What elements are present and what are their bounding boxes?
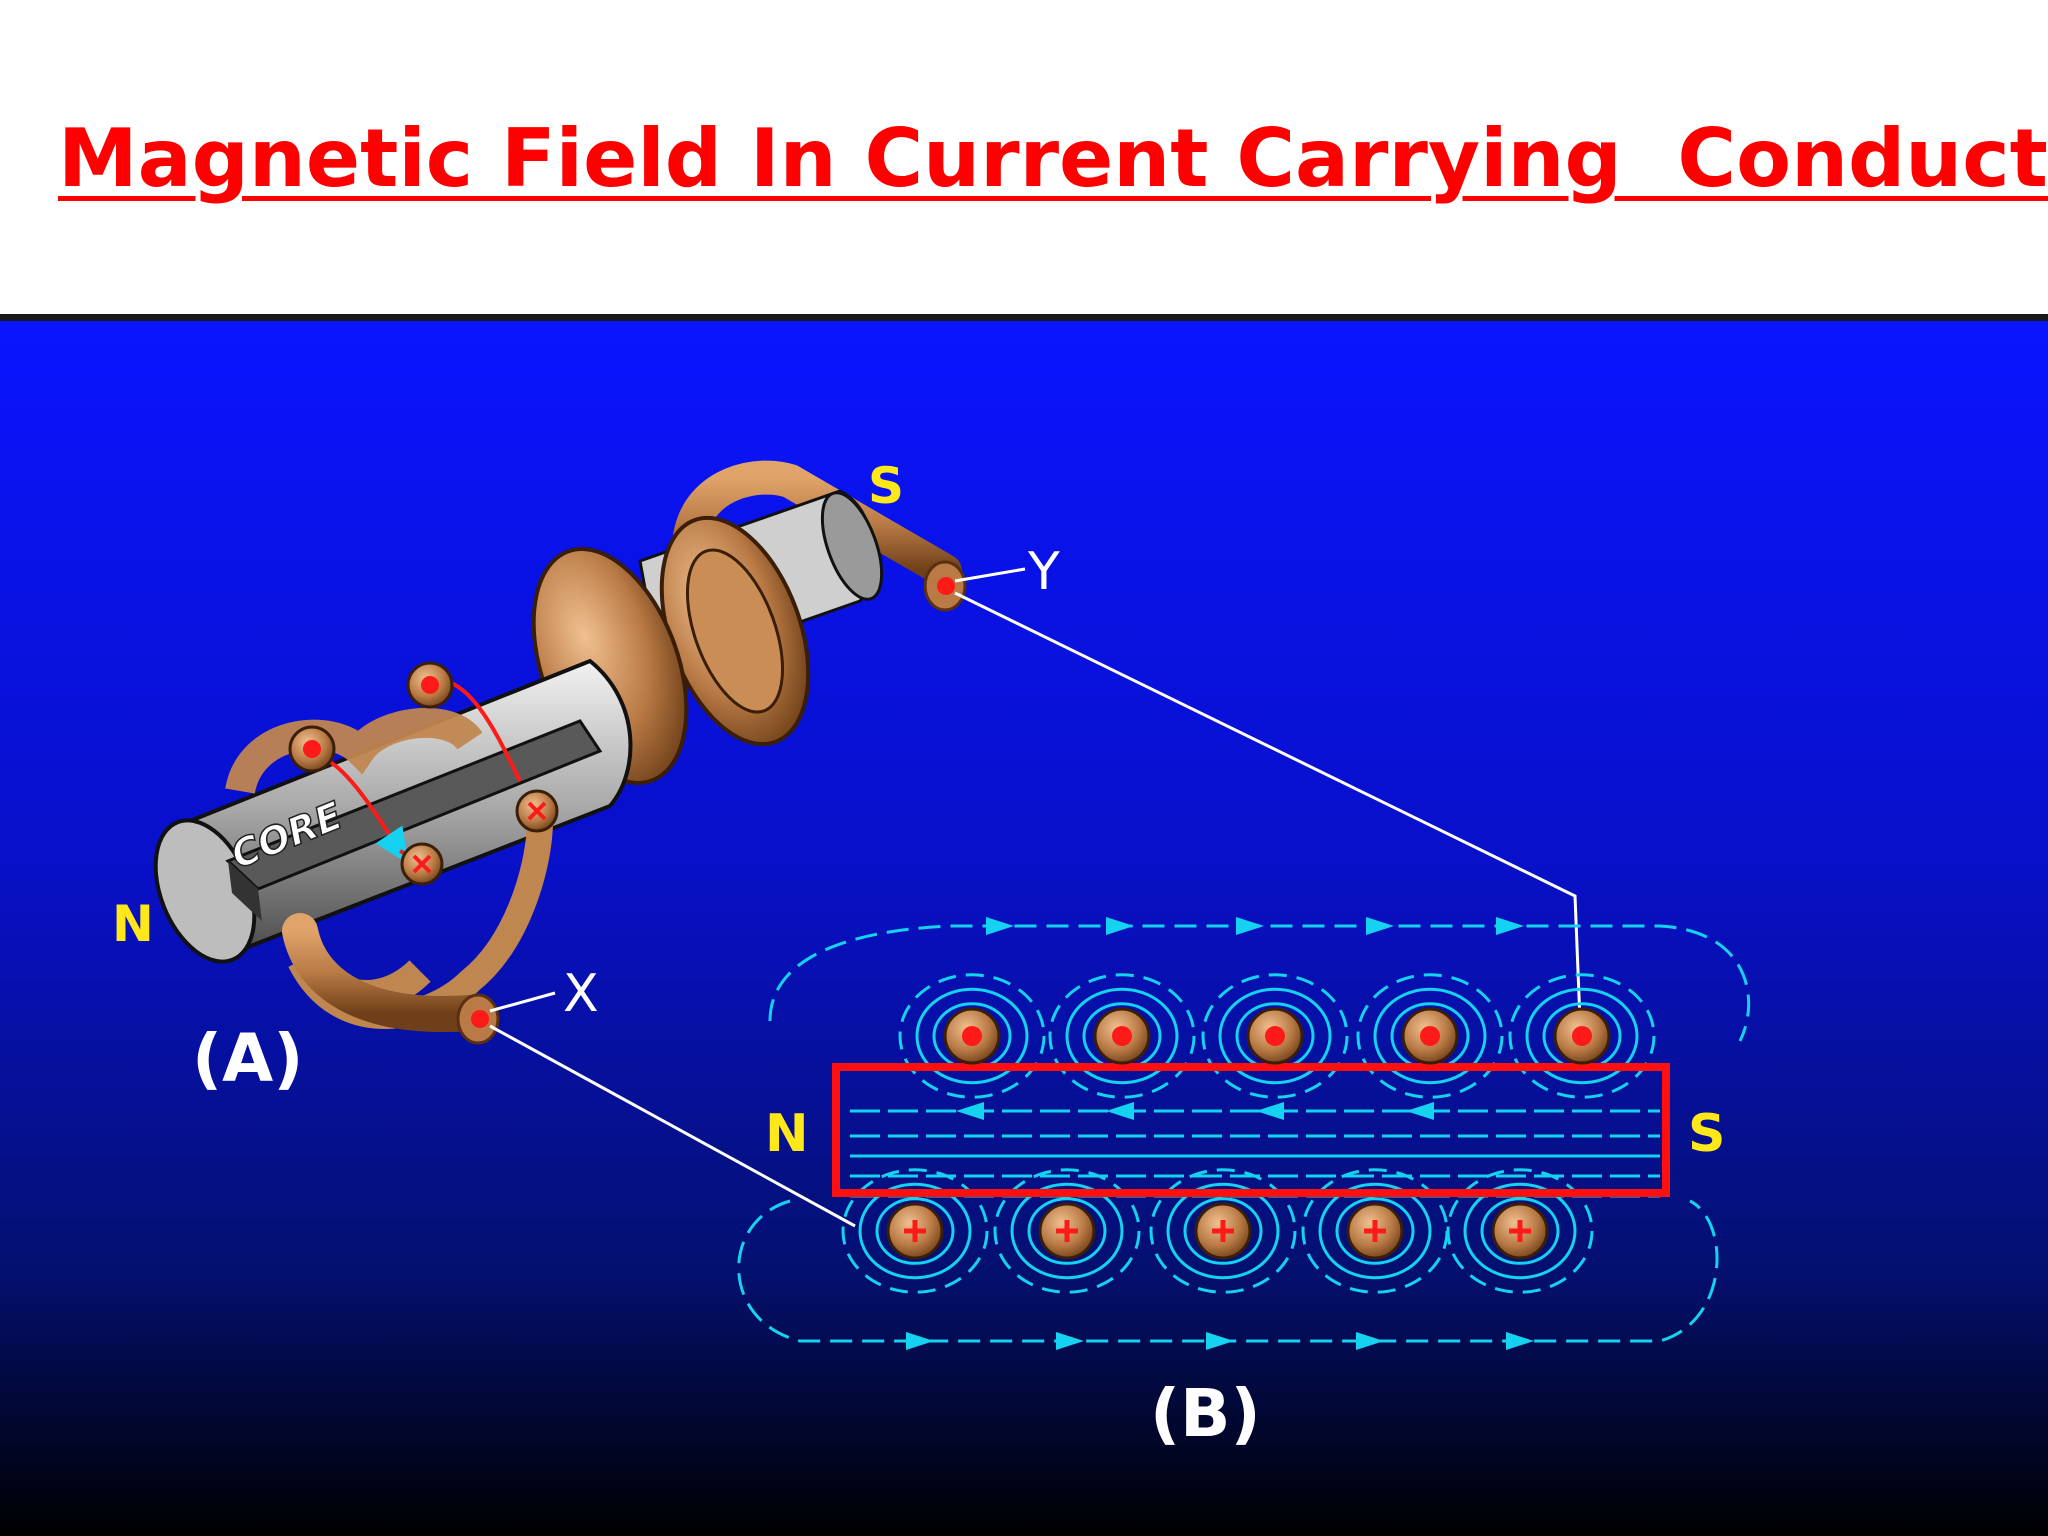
leader-x	[489, 991, 556, 1013]
field-arrow-icon	[1506, 1332, 1534, 1350]
cross-current-in-icon	[515, 789, 559, 833]
terminal-label-y: Y	[1027, 542, 1060, 602]
title-divider	[0, 314, 2048, 321]
figure-background	[0, 321, 2048, 1536]
caption-b: (B)	[1150, 1375, 1261, 1452]
pole-label-north-b: N	[765, 1104, 809, 1164]
field-arrow-icon	[986, 917, 1014, 935]
field-arrow-icon	[1056, 1332, 1084, 1350]
field-arrow-icon	[1206, 1332, 1234, 1350]
field-arrow-icon	[956, 1102, 984, 1120]
field-arrow-icon	[1236, 917, 1264, 935]
field-lines-illustration	[737, 924, 1751, 1343]
connecting-wire-y	[954, 591, 1582, 1022]
field-arrow-icon	[1256, 1102, 1284, 1120]
connecting-wire-x	[489, 1024, 856, 1228]
field-arrow-icon	[906, 1332, 934, 1350]
slide-title: Magnetic Field In Current Carrying Condu…	[58, 112, 2048, 205]
field-arrow-icon	[1356, 1332, 1384, 1350]
field-arrow-icon	[1366, 917, 1394, 935]
field-arrow-icon	[1106, 917, 1134, 935]
dot-current-out-icon	[288, 725, 336, 773]
terminal-label-x: X	[563, 964, 599, 1024]
pole-label-south-a: S	[868, 457, 904, 515]
field-arrow-icon	[1406, 1102, 1434, 1120]
pole-label-north-a: N	[112, 895, 154, 953]
pole-label-south-b: S	[1688, 1104, 1725, 1164]
electromagnet-illustration: CORE	[153, 460, 967, 1045]
diagram-figure: CORE S Y N X (A)	[0, 321, 2048, 1536]
dot-current-out-icon	[406, 661, 454, 709]
field-arrow-icon	[1496, 917, 1524, 935]
core-outline	[832, 1063, 1670, 1197]
leader-y	[954, 567, 1026, 583]
field-arrow-icon	[1106, 1102, 1134, 1120]
cross-current-in-icon	[400, 842, 444, 886]
caption-a: (A)	[192, 1020, 303, 1097]
